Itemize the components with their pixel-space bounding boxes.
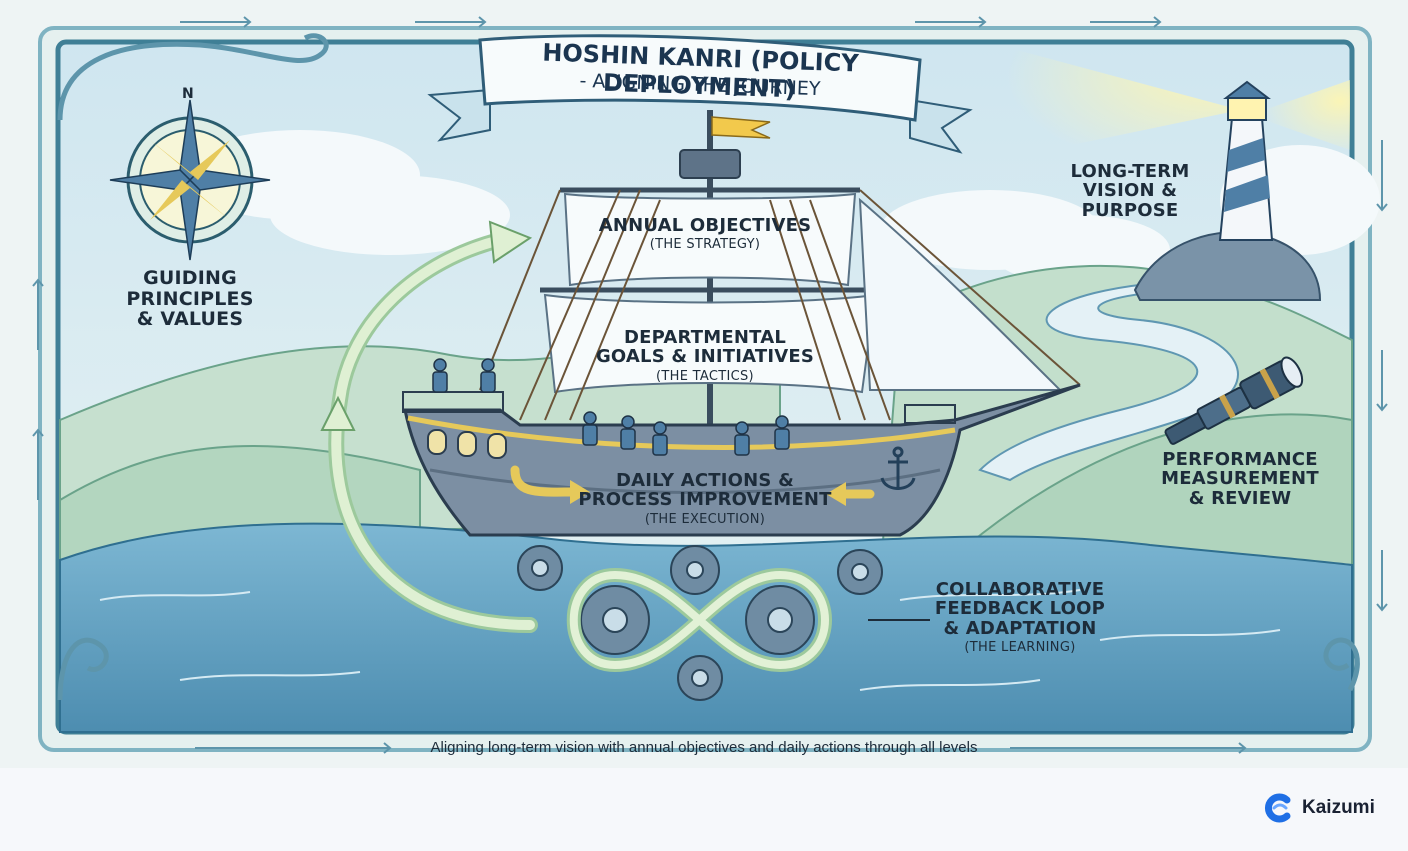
- rigging: [479, 189, 1081, 421]
- compass-icon: [109, 99, 271, 261]
- jib-sail: [858, 197, 1063, 391]
- title-banner: [427, 34, 973, 154]
- performance-measurement-label: PERFORMANCE MEASUREMENT & REVIEW: [1150, 450, 1330, 508]
- performance-measurement-text: PERFORMANCE MEASUREMENT & REVIEW: [1161, 449, 1319, 509]
- bow-rail: [904, 404, 956, 424]
- gear-icons: [517, 545, 883, 701]
- ship-windows: [427, 429, 507, 459]
- ship: [402, 110, 1081, 537]
- infinity-loop-inner: [569, 570, 829, 670]
- annual-objectives-text: ANNUAL OBJECTIVES: [598, 215, 812, 236]
- kaizumi-logo-icon: [1265, 793, 1291, 823]
- guiding-principles-text: GUIDING PRINCIPLES & VALUES: [126, 267, 254, 331]
- daily-actions-sub: (THE EXECUTION): [644, 511, 766, 527]
- lighthouse-beam-right: [1250, 80, 1350, 150]
- departmental-goals-sub: (THE TACTICS): [656, 368, 754, 384]
- bottom-caption: Aligning long-term vision with annual ob…: [430, 739, 978, 756]
- long-term-vision-label: LONG-TERM VISION & PURPOSE: [1050, 162, 1210, 220]
- hoshin-kanri-illustration: [32, 16, 1388, 754]
- hull-arrowhead-right: [826, 482, 846, 506]
- lighthouse-beam-left: [980, 40, 1240, 160]
- winding-river: [978, 280, 1239, 482]
- departmental-goals-label: DEPARTMENTAL GOALS & INITIATIVES (THE TA…: [560, 328, 850, 384]
- brand-name: Kaizumi: [1302, 797, 1375, 818]
- illustration-canvas: HOSHIN KANRI (POLICY DEPLOYMENT) - ALIGN…: [32, 16, 1388, 756]
- daily-actions-label: DAILY ACTIONS & PROCESS IMPROVEMENT (THE…: [560, 471, 850, 527]
- feedback-loop-text: COLLABORATIVE FEEDBACK LOOP & ADAPTATION: [934, 579, 1106, 639]
- sea-waves: [99, 589, 1281, 691]
- crows-nest: [679, 149, 741, 179]
- corner-scrolls: [57, 33, 1360, 701]
- feedback-loop-label: COLLABORATIVE FEEDBACK LOOP & ADAPTATION…: [930, 580, 1110, 655]
- brand-logo: Kaizumi: [1262, 790, 1375, 826]
- flag-icon: [711, 116, 771, 139]
- frame-edge-arrows: [32, 16, 1388, 754]
- upper-sail: [563, 192, 857, 287]
- hull-arrowhead-left: [570, 480, 590, 504]
- annual-objectives-label: ANNUAL OBJECTIVES (THE STRATEGY): [560, 216, 850, 252]
- anchor-icon: [880, 446, 916, 490]
- stern-rail: [402, 391, 504, 413]
- departmental-goals-text: DEPARTMENTAL GOALS & INITIATIVES: [595, 327, 815, 368]
- annual-objectives-sub: (THE STRATEGY): [649, 237, 761, 253]
- hull-arrow-left: [510, 465, 580, 497]
- feedback-arrowhead-top: [488, 220, 533, 264]
- compass-north-label: N: [182, 86, 194, 102]
- daily-actions-text: DAILY ACTIONS & PROCESS IMPROVEMENT: [578, 470, 832, 511]
- lighthouse-icon: [1218, 80, 1274, 241]
- spyglass-icon: [1164, 356, 1304, 445]
- guiding-principles-label: GUIDING PRINCIPLES & VALUES: [110, 268, 270, 330]
- crew: [432, 358, 790, 456]
- long-term-vision-text: LONG-TERM VISION & PURPOSE: [1070, 161, 1190, 221]
- feedback-arrowhead-mid: [320, 395, 356, 431]
- feedback-loop-sub: (THE LEARNING): [964, 640, 1076, 656]
